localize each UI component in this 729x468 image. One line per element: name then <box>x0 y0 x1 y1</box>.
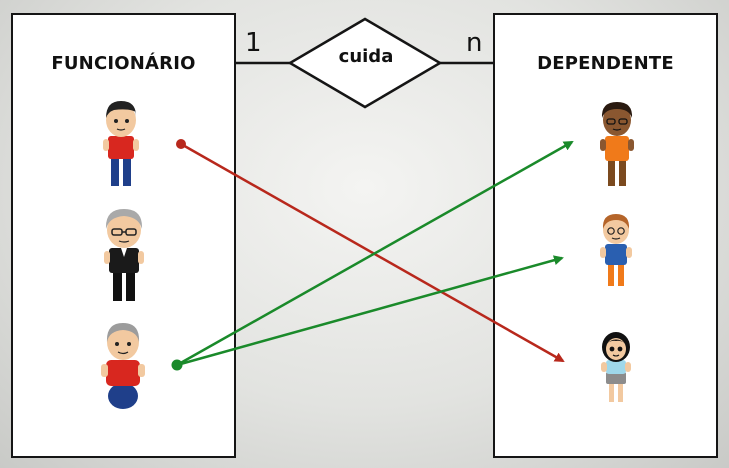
cardinality-right: n <box>466 28 483 58</box>
relationship-diamond <box>287 17 443 109</box>
employee-gray-haired-man-icon <box>104 209 144 301</box>
dependent-boy-blue-shirt-icon <box>600 214 632 286</box>
link-arrow-green-2 <box>176 255 564 367</box>
entity-title-funcionario: FUNCIONÁRIO <box>51 53 196 74</box>
dependent-boy-orange-shirt-icon <box>600 102 634 186</box>
link-arrow-red <box>180 142 565 363</box>
cardinality-left: 1 <box>245 28 262 58</box>
employee-young-man-icon <box>103 101 139 186</box>
link-origin-red <box>176 139 186 149</box>
link-origin-green <box>171 359 183 371</box>
dependent-girl-icon <box>601 332 631 402</box>
link-arrow-green-1 <box>176 140 574 367</box>
entity-title-dependente: DEPENDENTE <box>537 53 674 74</box>
relationship-label: cuida <box>338 46 394 67</box>
employee-older-man-icon <box>101 323 145 409</box>
entity-dependente: DEPENDENTE <box>493 13 718 458</box>
